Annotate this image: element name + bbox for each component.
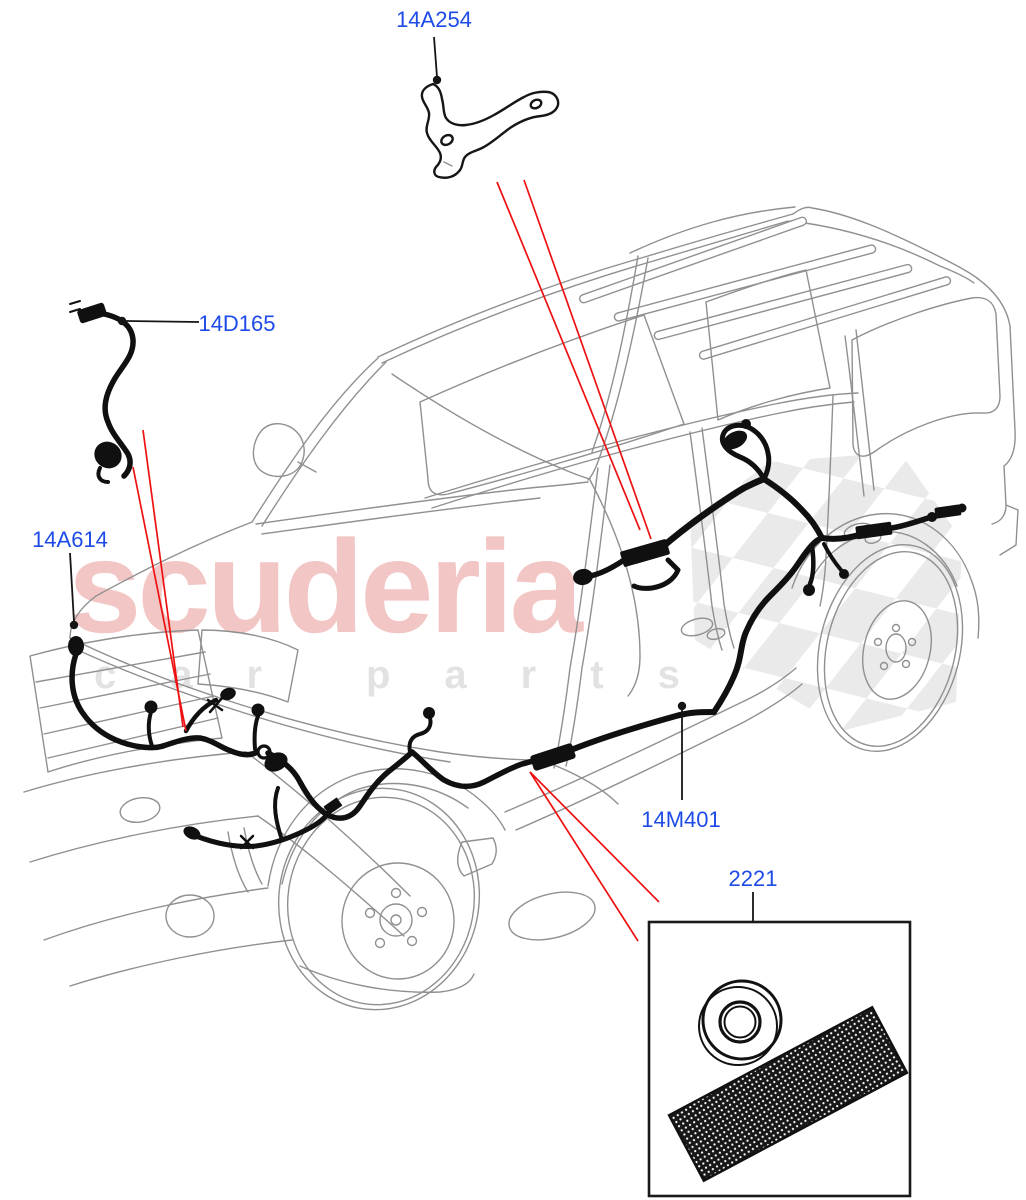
part-label-14M401[interactable]: 14M401 bbox=[641, 807, 721, 832]
pointer-lines bbox=[132, 179, 660, 942]
badge-oval bbox=[119, 796, 161, 824]
headlamp bbox=[197, 629, 299, 703]
part-label-14A254[interactable]: 14A254 bbox=[396, 7, 472, 32]
watermark-brand-text: scuderia bbox=[68, 513, 585, 660]
front-door-handle bbox=[680, 617, 714, 637]
far-fog-lamp bbox=[508, 891, 596, 941]
mesh-sleeve bbox=[667, 1005, 909, 1183]
front-wheel bbox=[267, 768, 506, 1011]
watermark-checkered-flag bbox=[690, 452, 962, 730]
leader-lines bbox=[69, 36, 754, 922]
vehicle-outline bbox=[23, 206, 1019, 1011]
fog-lamp bbox=[165, 894, 215, 938]
wiring-harness-main bbox=[68, 419, 967, 850]
kit-box bbox=[647, 920, 912, 1198]
grommet bbox=[698, 979, 783, 1066]
part-label-14D165[interactable]: 14D165 bbox=[198, 311, 275, 336]
bracket-part bbox=[420, 82, 560, 179]
watermark-word-parts: parts bbox=[366, 653, 734, 697]
antenna-cable-part bbox=[69, 300, 136, 484]
part-label-14A614[interactable]: 14A614 bbox=[32, 527, 108, 552]
part-number-labels: 14A254 14D165 14A614 14M401 2221 bbox=[32, 7, 777, 891]
watermark: scuderia car parts bbox=[68, 452, 962, 730]
roof-rails bbox=[578, 216, 952, 360]
side-mirror bbox=[252, 423, 305, 477]
part-label-2221[interactable]: 2221 bbox=[729, 866, 778, 891]
